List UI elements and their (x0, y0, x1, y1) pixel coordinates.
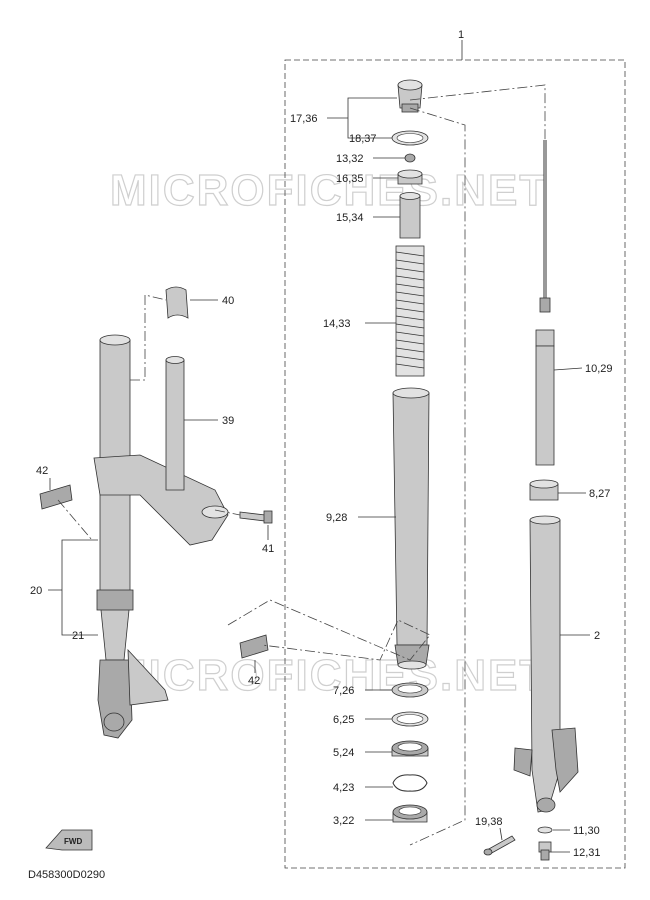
part-bolt-41 (239, 510, 273, 524)
part-slide-metal (391, 711, 429, 727)
part-washer (537, 826, 553, 834)
part-fork-spring (395, 245, 425, 377)
callout-2: 2 (594, 630, 600, 642)
part-pinch-bolt (483, 835, 516, 856)
callout-10-29: 10,29 (585, 363, 613, 375)
part-bolt-bottom (538, 841, 552, 861)
part-steering-stem (165, 356, 185, 491)
part-nut (404, 153, 416, 163)
callout-1: 1 (458, 29, 464, 41)
callout-7-26: 7,26 (333, 685, 354, 697)
part-oil-seal-washer (391, 682, 429, 698)
watermark-top: MICROFICHES.NET (110, 166, 548, 215)
part-damper-rod (535, 140, 555, 466)
part-label-42-b (239, 634, 269, 659)
callout-17-36: 17,36 (290, 113, 318, 125)
part-spring-seat (397, 169, 423, 185)
callout-13-32: 13,32 (336, 153, 364, 165)
part-damper-collar (529, 479, 559, 501)
part-fork-cap-bolt (397, 79, 423, 113)
callout-21: 21 (72, 630, 84, 642)
part-clip-40 (165, 286, 189, 319)
callout-15-34: 15,34 (336, 212, 364, 224)
callout-8-27: 8,27 (589, 488, 610, 500)
diagram-code: D458300D0290 (28, 869, 105, 881)
callout-42-a: 42 (36, 465, 48, 477)
callout-19-38: 19,38 (475, 816, 503, 828)
part-label-42-a (39, 484, 73, 510)
part-inner-tube (392, 387, 430, 670)
callout-41: 41 (262, 543, 274, 555)
callout-11-30: 11,30 (573, 825, 600, 837)
callout-5-24: 5,24 (333, 747, 354, 759)
callout-40: 40 (222, 295, 234, 307)
fwd-arrow-icon: FWD (45, 829, 93, 851)
callout-20: 20 (30, 585, 42, 597)
lower-bracket (93, 454, 229, 546)
callout-3-22: 3,22 (333, 815, 354, 827)
part-outer-tube (513, 515, 579, 813)
part-collar (399, 192, 421, 239)
callout-14-33: 14,33 (323, 318, 351, 330)
callout-4-23: 4,23 (333, 782, 354, 794)
callout-42-b: 42 (248, 675, 260, 687)
callout-6-25: 6,25 (333, 714, 354, 726)
part-dust-seal (392, 804, 428, 823)
callout-16-35: 16,35 (336, 173, 364, 185)
callout-39: 39 (222, 415, 234, 427)
fwd-label: FWD (64, 837, 82, 846)
callout-9-28: 9,28 (326, 512, 347, 524)
part-retaining-clip (392, 774, 428, 792)
watermark-bottom: MICROFICHES.NET (110, 651, 548, 700)
assembled-fork-left (96, 334, 169, 739)
callout-18-37: 18,37 (349, 133, 377, 145)
callout-12-31: 12,31 (573, 847, 601, 859)
assembly-boundary (284, 59, 626, 869)
part-oil-seal (391, 740, 429, 757)
